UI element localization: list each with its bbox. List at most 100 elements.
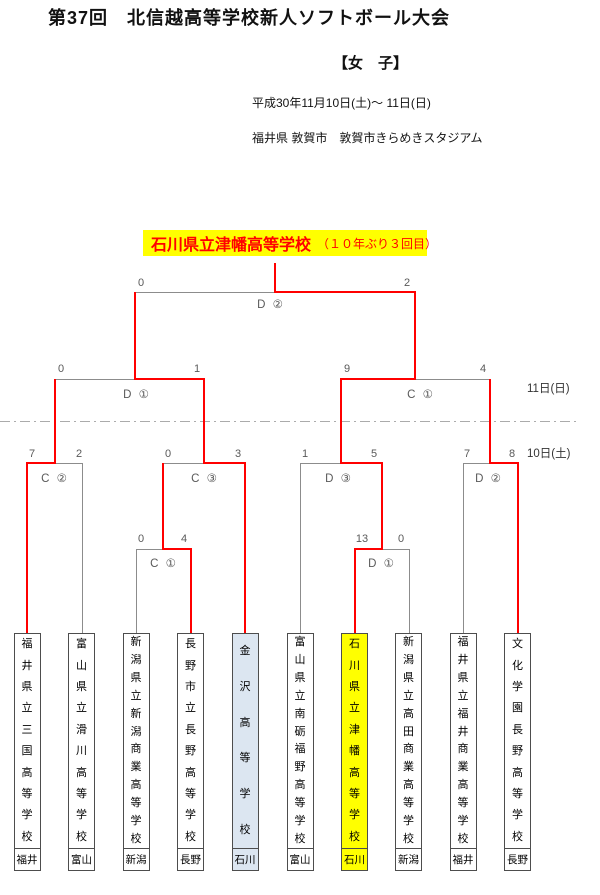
bracket-line-horizontal xyxy=(339,378,416,380)
team-column: 長野市立長野高等学校 長野 xyxy=(177,633,204,871)
match-score: 1 xyxy=(193,363,201,375)
team-column: 新潟県立新潟商業高等学校 新潟 xyxy=(122,633,150,871)
event-date: 平成30年11月10日(土)～ 11日(日) xyxy=(252,96,431,110)
bracket-line-horizontal xyxy=(55,379,135,380)
bracket-line-vertical xyxy=(203,379,205,464)
bracket-line-horizontal xyxy=(203,462,246,464)
match-score: 4 xyxy=(479,363,487,375)
bracket-line-vertical xyxy=(414,292,416,380)
team-prefecture: 福井 xyxy=(14,848,40,870)
bracket-line-vertical xyxy=(489,379,491,464)
bracket-line-vertical xyxy=(353,548,356,634)
team-prefecture: 石川 xyxy=(342,848,367,870)
match-score: 4 xyxy=(180,533,188,545)
bracket-line-vertical xyxy=(244,463,246,634)
bracket-line-vertical xyxy=(136,548,137,634)
match-score: 7 xyxy=(28,448,36,460)
bracket-line-vertical xyxy=(26,463,28,634)
page-title: 第37回 北信越高等学校新人ソフトボール大会 xyxy=(48,8,451,28)
match-label-sf-right: C ① xyxy=(407,389,435,401)
match-label-r1-left: C ① xyxy=(150,558,178,570)
match-score: 13 xyxy=(355,533,369,545)
bracket-line-vertical xyxy=(161,463,164,550)
match-score: 8 xyxy=(508,448,516,460)
match-label-qf1: C ② xyxy=(41,473,69,485)
match-score: 0 xyxy=(57,363,65,375)
match-label-qf3: D ③ xyxy=(325,473,353,485)
team-column: 石川県立津幡高等学校 石川 xyxy=(341,633,368,871)
team-name: 富山県立滑川高等学校 xyxy=(76,638,87,843)
bracket-line-horizontal xyxy=(55,463,82,464)
team-prefecture: 長野 xyxy=(505,848,530,870)
team-prefecture: 新潟 xyxy=(123,848,149,870)
match-score: 2 xyxy=(75,448,83,460)
match-score: 1 xyxy=(301,448,309,460)
team-prefecture: 長野 xyxy=(178,848,203,870)
bracket-line-horizontal xyxy=(381,548,409,550)
bracket-line-vertical xyxy=(339,379,342,464)
match-score: 0 xyxy=(164,448,172,460)
bracket-line-vertical xyxy=(463,463,464,634)
match-score: 7 xyxy=(463,448,471,460)
bracket-line-horizontal xyxy=(162,463,204,464)
bracket-line-vertical xyxy=(134,292,136,380)
champion-note: （１０年ぶり３回目） xyxy=(317,236,438,251)
match-score: 0 xyxy=(137,533,145,545)
event-venue: 福井県 敦賀市 敦賀市きらめきスタジアム xyxy=(252,131,483,145)
bracket-line-horizontal xyxy=(300,463,341,464)
match-score: 0 xyxy=(137,277,145,289)
team-name: 石川県立津幡高等学校 xyxy=(349,638,360,843)
team-name: 長野市立長野高等学校 xyxy=(185,638,196,843)
gender-label: 【女 子】 xyxy=(333,55,409,72)
day-divider-line xyxy=(0,421,576,422)
match-score: 3 xyxy=(234,448,242,460)
team-prefecture: 石川 xyxy=(232,848,258,870)
team-column: 福井県立福井商業高等学校 福井 xyxy=(449,633,477,871)
bracket-line-vertical xyxy=(516,463,519,634)
match-label-r1-right: D ① xyxy=(368,558,396,570)
bracket-line-horizontal xyxy=(26,462,56,464)
match-label-qf4: D ② xyxy=(475,473,503,485)
bracket-line-horizontal xyxy=(463,463,490,464)
team-name: 富山県立南砺福野高等学校 xyxy=(294,636,306,845)
bracket-line-horizontal xyxy=(161,547,192,550)
bracket-line-horizontal xyxy=(339,462,383,464)
bracket-line-horizontal xyxy=(489,462,519,464)
bracket-line-vertical xyxy=(189,548,192,634)
team-prefecture: 福井 xyxy=(450,848,476,870)
team-column: 新潟県立高田商業高等学校 新潟 xyxy=(395,633,422,871)
team-name: 福井県立福井商業高等学校 xyxy=(457,636,469,845)
team-column: 文化学園長野高等学校 長野 xyxy=(504,633,531,871)
team-column: 富山県立滑川高等学校 富山 xyxy=(68,633,95,871)
bracket-line-horizontal xyxy=(274,291,416,293)
match-score: 5 xyxy=(370,448,378,460)
bracket-line-horizontal xyxy=(353,547,383,550)
bracket-line-horizontal xyxy=(134,378,205,380)
match-label-final: D ② xyxy=(257,299,285,311)
team-name: 新潟県立新潟商業高等学校 xyxy=(130,636,142,845)
team-column: 福井県立三国高等学校 福井 xyxy=(13,633,41,871)
match-score: 9 xyxy=(343,363,351,375)
day1-label: 10日(土) xyxy=(527,448,571,460)
team-name: 文化学園長野高等学校 xyxy=(512,638,523,843)
bracket-line-horizontal xyxy=(415,379,490,380)
team-prefecture: 富山 xyxy=(287,848,313,870)
team-column: 金沢高等学校 石川 xyxy=(231,633,259,871)
match-score: 0 xyxy=(397,533,405,545)
bracket-line-vertical xyxy=(300,463,301,634)
bracket-line-vertical xyxy=(380,463,383,550)
team-name: 福井県立三国高等学校 xyxy=(21,638,33,843)
bracket-line-horizontal xyxy=(135,292,275,293)
bracket-line-vertical xyxy=(54,379,56,464)
champion-banner: 石川県立津幡高等学校 （１０年ぶり３回目） xyxy=(143,230,437,256)
bracket-line-horizontal xyxy=(136,548,163,550)
champion-school-name: 石川県立津幡高等学校 xyxy=(151,237,312,254)
day2-label: 11日(日) xyxy=(527,383,570,395)
match-score: 2 xyxy=(403,277,411,289)
bracket-line-vertical xyxy=(81,463,83,634)
bracket-line-vertical xyxy=(274,263,276,292)
team-prefecture: 富山 xyxy=(69,848,94,870)
match-label-sf-left: D ① xyxy=(123,389,151,401)
team-name: 新潟県立高田商業高等学校 xyxy=(403,636,414,845)
